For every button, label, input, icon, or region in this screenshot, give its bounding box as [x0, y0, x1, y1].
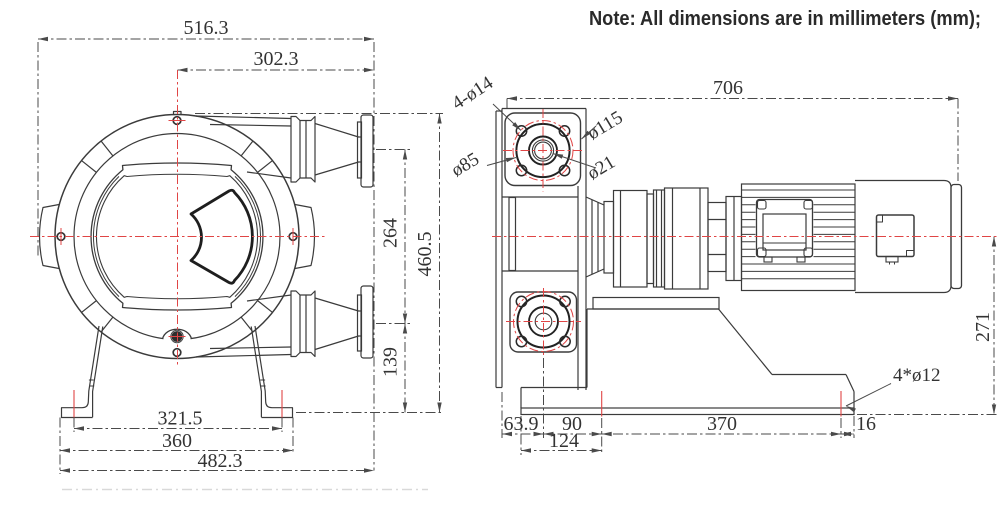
svg-text:ø115: ø115	[584, 107, 627, 144]
svg-text:302.3: 302.3	[254, 48, 299, 70]
svg-text:139: 139	[380, 347, 402, 377]
svg-text:460.5: 460.5	[414, 232, 436, 277]
svg-text:706: 706	[713, 77, 743, 99]
svg-text:4*ø12: 4*ø12	[893, 365, 941, 386]
svg-text:63.9: 63.9	[504, 413, 539, 435]
svg-text:321.5: 321.5	[158, 408, 203, 430]
svg-text:16: 16	[856, 413, 876, 435]
svg-text:Note: All dimensions are in mi: Note: All dimensions are in millimeters …	[589, 7, 981, 30]
svg-text:370: 370	[707, 413, 737, 435]
svg-text:ø21: ø21	[584, 152, 619, 185]
svg-text:360: 360	[162, 430, 192, 452]
svg-text:264: 264	[380, 218, 402, 248]
svg-text:124: 124	[549, 430, 579, 452]
svg-text:ø85: ø85	[448, 149, 483, 182]
svg-text:4-ø14: 4-ø14	[448, 72, 497, 114]
svg-text:90: 90	[562, 413, 582, 435]
svg-text:271: 271	[972, 312, 994, 342]
svg-text:516.3: 516.3	[184, 17, 229, 39]
svg-text:482.3: 482.3	[198, 450, 243, 472]
